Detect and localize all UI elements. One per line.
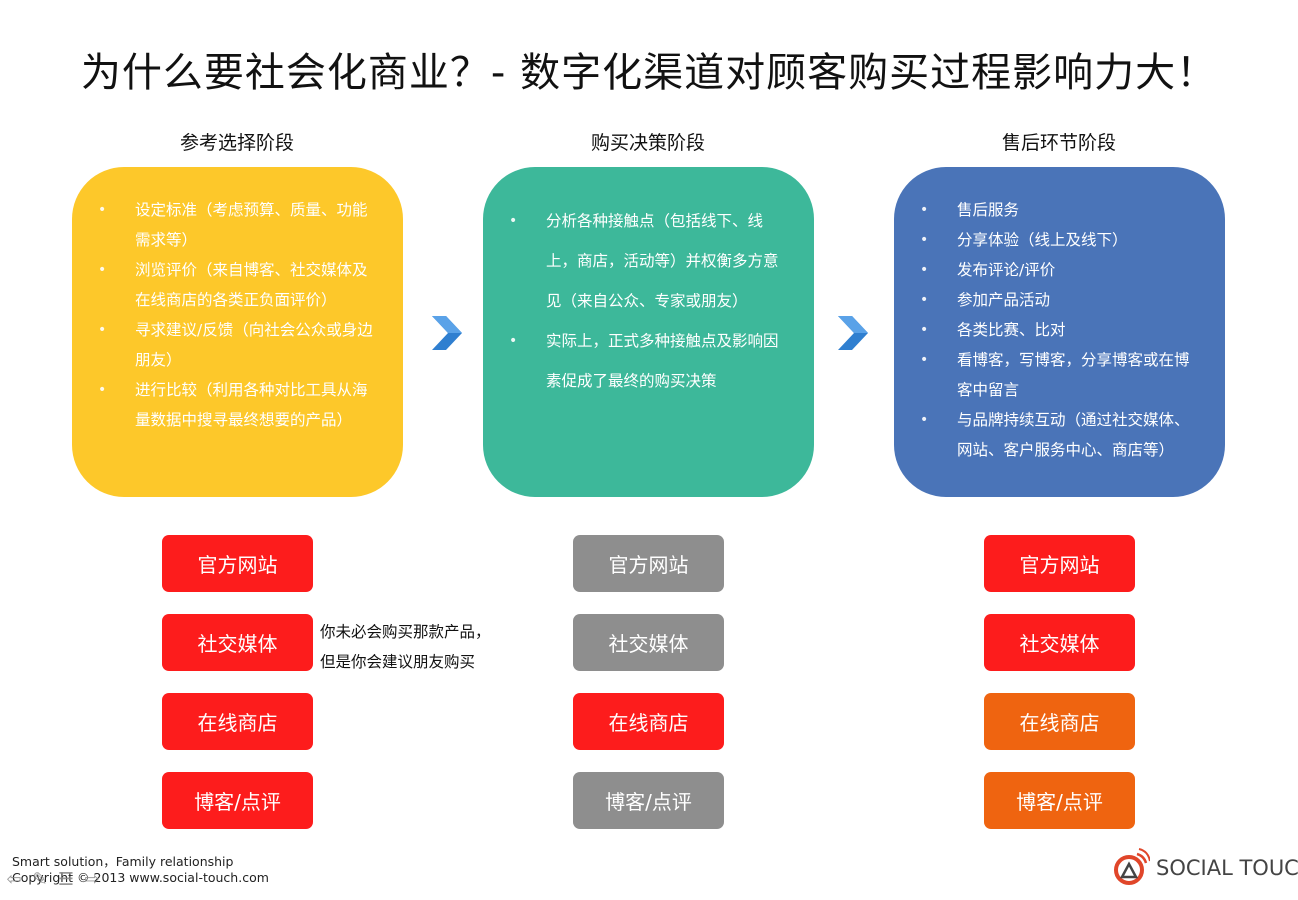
tag-online-store: 在线商店: [984, 693, 1135, 750]
card-item: 进行比较（利用各种对比工具从海量数据中搜寻最终想要的产品）: [72, 375, 377, 435]
tag-official-site: 官方网站: [573, 535, 724, 592]
tag-official-site: 官方网站: [162, 535, 313, 592]
annotation-note: 你未必会购买那款产品， 但是你会建议朋友购买: [320, 623, 491, 671]
logo-mark-icon: [1114, 848, 1150, 885]
tag-blog-review: 博客/点评: [573, 772, 724, 829]
stage-label-reference: 参考选择阶段: [179, 132, 294, 154]
page-title: 为什么要社会化商业？- 数字化渠道对顾客购买过程影响力大！: [80, 50, 1218, 96]
tag-blog-review: 博客/点评: [162, 772, 313, 829]
card-item: 参加产品活动: [894, 285, 1201, 315]
card-item: 售后服务: [894, 195, 1201, 225]
logo-text: SOCIAL TOUCH: [1156, 856, 1298, 880]
card-item: 发布评论/评价: [894, 255, 1201, 285]
card-item: 寻求建议/反馈（向社会公众或身边朋友）: [72, 315, 377, 375]
pen-icon[interactable]: ✎: [32, 869, 48, 890]
card-item: 分析各种接触点（包括线下、线上，商店，活动等）并权衡多方意见（来自公众、专家或朋…: [483, 201, 792, 321]
card-item: 实际上，正式多种接触点及影响因素促成了最终的购买决策: [483, 321, 792, 401]
menu-icon[interactable]: ☰: [57, 869, 75, 890]
tag-social-media: 社交媒体: [573, 614, 724, 671]
card-item: 各类比赛、比对: [894, 315, 1201, 345]
card-item: 看博客，写博客，分享博客或在博客中留言: [894, 345, 1201, 405]
reference-stage-card: 设定标准（考虑预算、质量、功能需求等） 浏览评价（来自博客、社交媒体及在线商店的…: [72, 167, 403, 497]
tag-blog-review: 博客/点评: [984, 772, 1135, 829]
stage-label-after-sales: 售后环节阶段: [1001, 132, 1116, 154]
chevron-right-icon: [838, 316, 868, 350]
chevron-right-icon: [432, 316, 462, 350]
previous-slide-icon[interactable]: ⇦: [6, 869, 22, 890]
slide-nav-controls: ⇦ ✎ ☰ ⇨: [2, 869, 104, 891]
social-touch-logo: SOCIAL TOUCH: [1112, 848, 1298, 888]
footer-text: Smart solution，Family relationship Copyr…: [12, 854, 269, 885]
card-item: 设定标准（考虑预算、质量、功能需求等）: [72, 195, 377, 255]
next-slide-icon[interactable]: ⇨: [84, 869, 100, 890]
card-item: 分享体验（线上及线下）: [894, 225, 1201, 255]
tag-online-store: 在线商店: [573, 693, 724, 750]
tag-online-store: 在线商店: [162, 693, 313, 750]
decision-stage-card: 分析各种接触点（包括线下、线上，商店，活动等）并权衡多方意见（来自公众、专家或朋…: [483, 167, 814, 497]
tag-official-site: 官方网站: [984, 535, 1135, 592]
card-item: 与品牌持续互动（通过社交媒体、网站、客户服务中心、商店等）: [894, 405, 1201, 465]
card-item: 浏览评价（来自博客、社交媒体及在线商店的各类正负面评价）: [72, 255, 377, 315]
tag-social-media: 社交媒体: [984, 614, 1135, 671]
after-sales-stage-card: 售后服务 分享体验（线上及线下） 发布评论/评价 参加产品活动 各类比赛、比对 …: [894, 167, 1225, 497]
stage-label-decision: 购买决策阶段: [590, 132, 705, 154]
tag-social-media: 社交媒体: [162, 614, 313, 671]
